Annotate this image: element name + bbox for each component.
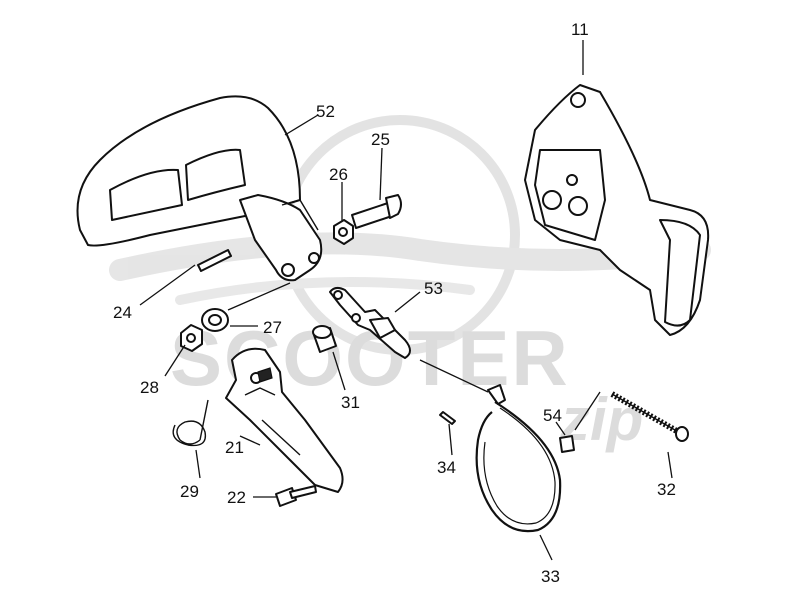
spring-part-29: [172, 399, 209, 447]
pin-part-24: [197, 249, 232, 272]
brake-band-part-33: [475, 384, 562, 533]
bolt-part-25: [351, 194, 402, 229]
brake-cover-part: [524, 84, 710, 336]
label-28: 28: [140, 378, 159, 397]
part-labels: 11 52 25 26 24 27 53 28 31 21 29 22 54 3…: [113, 20, 676, 586]
hand-guard-part: [76, 95, 323, 282]
label-11: 11: [571, 20, 589, 39]
label-22: 22: [227, 488, 246, 507]
label-25: 25: [371, 130, 390, 149]
bushing-part-27: [201, 308, 229, 332]
label-52: 52: [316, 102, 335, 121]
label-31: 31: [341, 393, 360, 412]
label-26: 26: [329, 165, 348, 184]
linkage-part-53: [329, 286, 411, 359]
label-27: 27: [263, 318, 282, 337]
leader-lines: [139, 40, 673, 561]
spring-part-32: [610, 391, 689, 442]
label-33: 33: [541, 567, 560, 586]
label-34: 34: [437, 458, 456, 477]
pin-part-34: [439, 411, 456, 425]
sleeve-part-31: [312, 325, 337, 353]
nut-part-28: [180, 324, 203, 352]
label-53: 53: [424, 279, 443, 298]
label-29: 29: [180, 482, 199, 501]
label-32: 32: [657, 480, 676, 499]
label-21: 21: [225, 438, 244, 457]
label-54: 54: [543, 406, 562, 425]
nut-part-26: [333, 219, 354, 245]
block-part-54: [559, 435, 575, 453]
screw-part-22: [275, 485, 317, 507]
label-24: 24: [113, 303, 132, 322]
